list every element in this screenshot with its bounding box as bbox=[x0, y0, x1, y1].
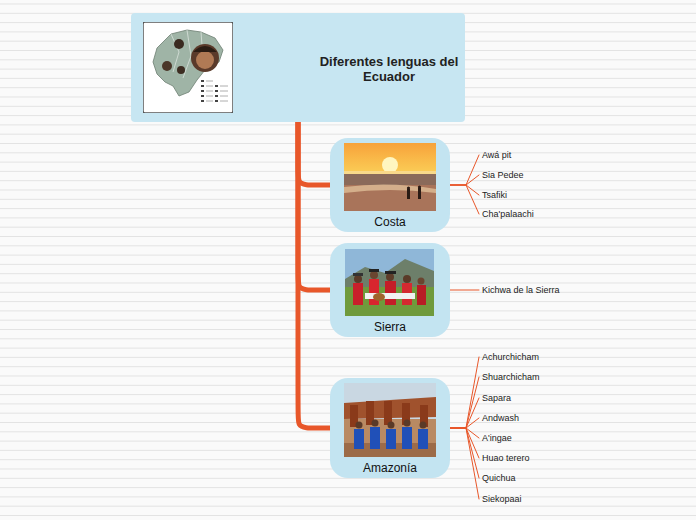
language-name: Shuarchicham bbox=[482, 372, 540, 383]
language-topic: Awá pit bbox=[480, 149, 513, 162]
region-topic: Costa bbox=[330, 138, 450, 232]
leaf-branch bbox=[450, 418, 479, 428]
language-topic: Tsafiki bbox=[480, 189, 509, 202]
leaf-branch bbox=[450, 428, 479, 478]
region-topic: Amazonía bbox=[330, 378, 450, 478]
trunk-branch bbox=[298, 122, 330, 428]
leaf-branch bbox=[450, 428, 479, 458]
language-topic: Quichua bbox=[480, 472, 518, 485]
central-topic: Diferentes lenguas del Ecuador bbox=[131, 13, 465, 122]
region-label: Amazonía bbox=[330, 461, 450, 475]
trunk-branch bbox=[298, 122, 330, 290]
language-name: Sia Pedee bbox=[482, 170, 524, 181]
leaf-branch bbox=[450, 185, 479, 195]
language-name: Huao terero bbox=[482, 453, 530, 464]
region-topic: Sierra bbox=[330, 243, 450, 337]
region-label: Sierra bbox=[330, 320, 450, 334]
language-name: Achurchicham bbox=[482, 352, 539, 363]
language-name: Andwash bbox=[482, 413, 519, 424]
leaf-branch bbox=[450, 290, 479, 291]
language-name: Tsafiki bbox=[482, 190, 507, 201]
leaf-branch bbox=[450, 185, 479, 214]
language-topic: Andwash bbox=[480, 412, 521, 425]
leaf-branch bbox=[450, 155, 479, 185]
language-name: Sapara bbox=[482, 393, 511, 404]
leaf-branch bbox=[450, 398, 479, 428]
language-topic: Sia Pedee bbox=[480, 169, 526, 182]
language-topic: Sapara bbox=[480, 392, 513, 405]
leaf-branch bbox=[450, 357, 479, 428]
leaf-branch bbox=[450, 175, 479, 185]
andes-picture bbox=[345, 249, 434, 316]
language-name: A'ingae bbox=[482, 433, 512, 444]
language-topic: Siekopaai bbox=[480, 493, 524, 506]
language-name: Kichwa de la Sierra bbox=[482, 285, 560, 296]
region-label: Costa bbox=[330, 215, 450, 229]
language-topic: Kichwa de la Sierra bbox=[480, 284, 562, 297]
topic-title: Diferentes lenguas del Ecuador bbox=[304, 54, 474, 84]
language-name: Siekopaai bbox=[482, 494, 522, 505]
leaf-branch bbox=[450, 377, 479, 428]
language-topic: Huao terero bbox=[480, 452, 532, 465]
map-picture bbox=[143, 22, 233, 113]
language-name: Cha'palaachi bbox=[482, 209, 534, 220]
language-topic: Shuarchicham bbox=[480, 371, 542, 384]
language-topic: Achurchicham bbox=[480, 351, 541, 364]
language-topic: Cha'palaachi bbox=[480, 208, 536, 221]
language-name: Awá pit bbox=[482, 150, 511, 161]
language-topic: A'ingae bbox=[480, 432, 514, 445]
trunk-branch bbox=[298, 122, 330, 185]
leaf-branch bbox=[450, 428, 479, 438]
leaf-branch bbox=[450, 428, 479, 499]
language-name: Quichua bbox=[482, 473, 516, 484]
jungle-picture bbox=[344, 383, 436, 457]
beach-picture bbox=[344, 143, 436, 211]
